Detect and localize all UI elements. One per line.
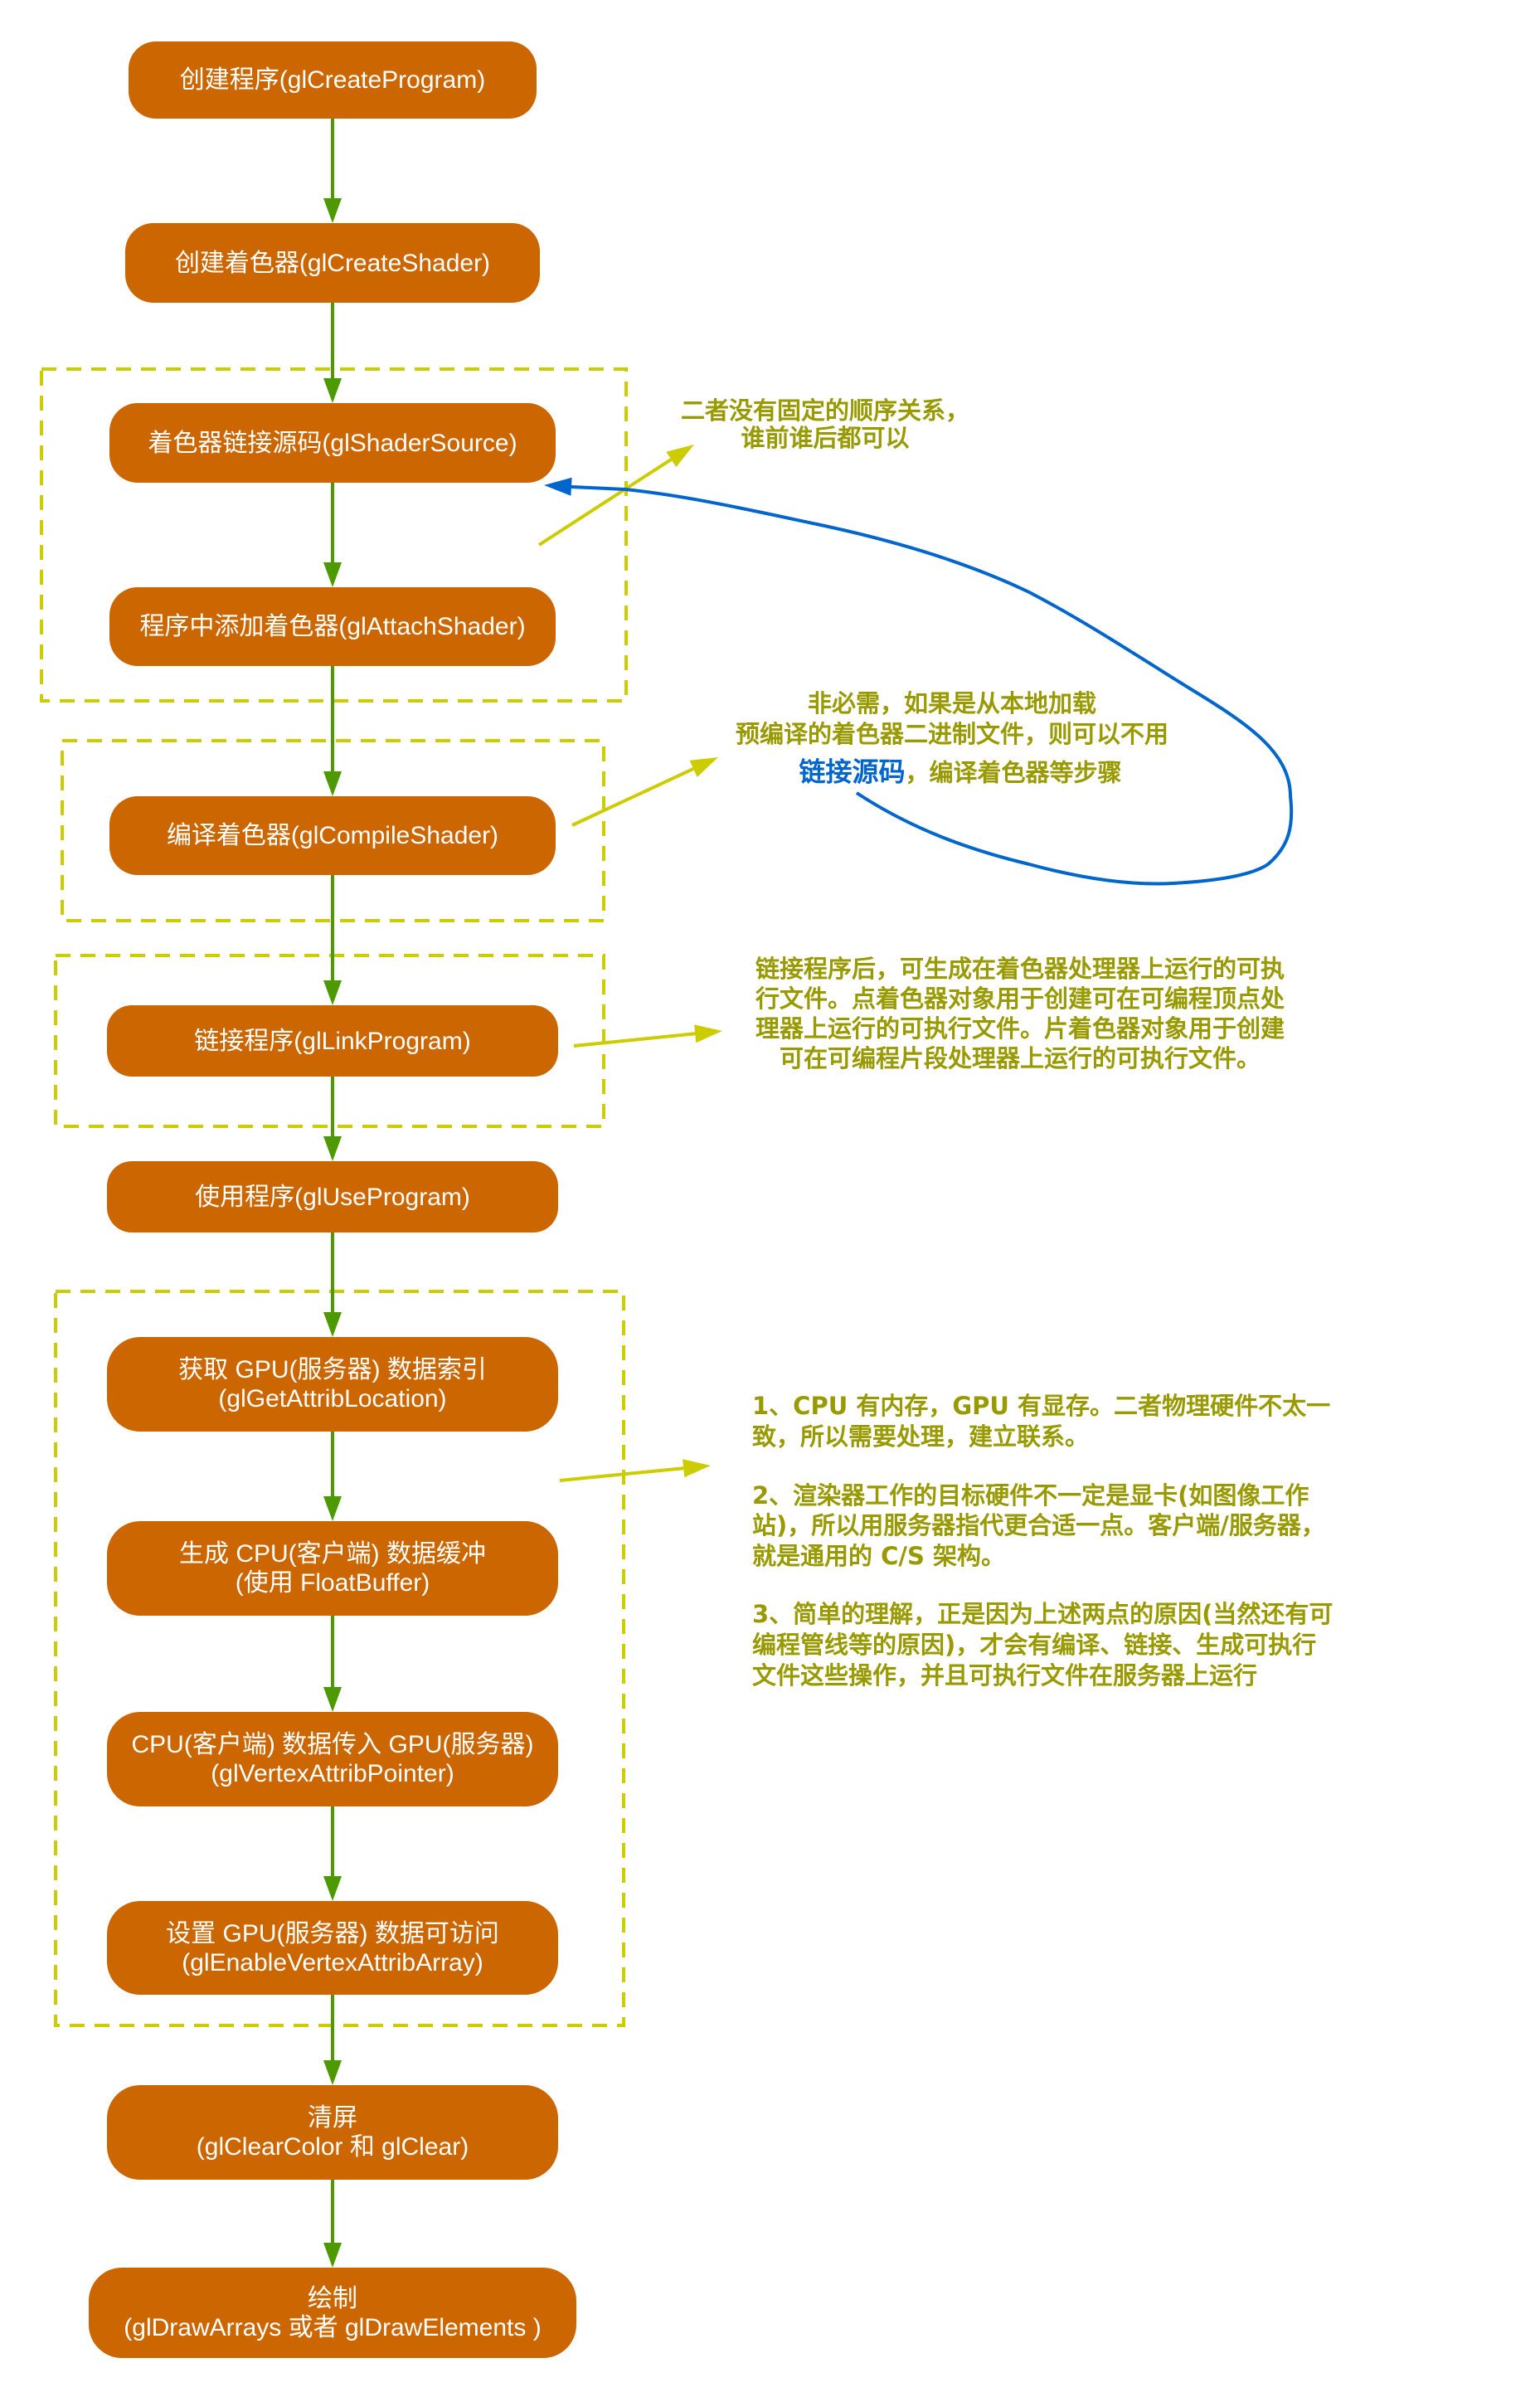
step-label: 程序中添加着色器(glAttachShader) (139, 613, 526, 640)
step-label: 着色器链接源码(glShaderSource) (148, 429, 517, 457)
arrowhead-icon (666, 445, 694, 468)
step-label: 链接程序(glLinkProgram) (194, 1027, 471, 1055)
note-pointer-order (537, 445, 694, 547)
arrowhead-icon (323, 198, 342, 223)
note-pointer-optional (571, 757, 718, 827)
note-line: 预编译的着色器二进制文件，则可以不用 (735, 720, 1169, 748)
step-api: (glEnableVertexAttribArray) (182, 1948, 483, 1976)
note-line: 非必需，如果是从本地加载 (807, 689, 1097, 717)
step-label: 设置 GPU(服务器) 数据可访问 (166, 1919, 499, 1947)
note-line: 就是通用的 C/S 架构。 (752, 1542, 1005, 1570)
flow-arrow (323, 1616, 342, 1712)
step-use-program: 使用程序(glUseProgram) (107, 1161, 558, 1233)
note-pointer-link (573, 1024, 722, 1048)
step-get-attrib-location: 获取 GPU(服务器) 数据索引 (glGetAttribLocation) (107, 1337, 558, 1432)
step-api: (glClearColor 和 glClear) (196, 2133, 469, 2161)
step-compile-shader: 编译着色器(glCompileShader) (109, 796, 556, 875)
step-shader-source: 着色器链接源码(glShaderSource) (109, 403, 556, 483)
loop-arrow-to-shader-source (544, 477, 1294, 886)
flow-arrow (323, 1806, 342, 1901)
note-line: 二者没有固定的顺序关系， (680, 396, 970, 425)
step-create-program: 创建程序(glCreateProgram) (129, 41, 537, 119)
note-line: 行文件。点着色器对象用于创建可在可编程顶点处 (755, 985, 1285, 1013)
note-line: 1、CPU 有内存，GPU 有显存。二者物理硬件不太一 (752, 1392, 1331, 1420)
step-label: CPU(客户端) 数据传入 GPU(服务器) (131, 1731, 534, 1758)
step-link-program: 链接程序(glLinkProgram) (107, 1005, 558, 1077)
arrowhead-icon (323, 1312, 342, 1337)
arrowhead-icon (694, 1024, 722, 1043)
note-line: 文件这些操作，并且可执行文件在服务器上运行 (752, 1661, 1258, 1690)
step-label: 绘制 (308, 2284, 357, 2312)
arrowhead-icon (323, 2243, 342, 2268)
step-vertex-attrib-pointer: CPU(客户端) 数据传入 GPU(服务器) (glVertexAttribPo… (107, 1712, 558, 1806)
flow-arrow (323, 666, 342, 796)
note-line: 可在可编程片段处理器上运行的可执行文件。 (779, 1044, 1261, 1072)
note-line: 理器上运行的可执行文件。片着色器对象用于创建 (755, 1014, 1285, 1043)
flow-arrow (323, 303, 342, 403)
note-line: 链接程序后，可生成在着色器处理器上运行的可执 (755, 955, 1285, 983)
note-line: 2、渲染器工作的目标硬件不一定是显卡(如图像工作 (752, 1481, 1309, 1510)
arrowhead-icon (323, 1496, 342, 1521)
flow-arrow (323, 1233, 342, 1337)
arrowhead-icon (323, 1876, 342, 1901)
step-enable-vertex-attrib-array: 设置 GPU(服务器) 数据可访问 (glEnableVertexAttribA… (107, 1901, 558, 1995)
step-api: (使用 FloatBuffer) (235, 1569, 430, 1597)
step-clear-screen: 清屏 (glClearColor 和 glClear) (107, 2085, 558, 2180)
flow-arrow (323, 1077, 342, 1161)
arrowhead-icon (323, 1687, 342, 1712)
flow-arrow (323, 875, 342, 1005)
step-api: (glVertexAttribPointer) (211, 1760, 454, 1787)
note-line: 谁前谁后都可以 (741, 424, 910, 452)
note-line: 3、简单的理解，正是因为上述两点的原因(当然还有可 (752, 1600, 1334, 1628)
note-line: 致，所以需要处理，建立联系。 (752, 1422, 1090, 1451)
step-attach-shader: 程序中添加着色器(glAttachShader) (109, 587, 556, 666)
arrowhead-icon (323, 980, 342, 1005)
flow-arrow (323, 1432, 342, 1521)
step-label: 获取 GPU(服务器) 数据索引 (178, 1356, 487, 1383)
arrowhead-icon (689, 757, 718, 777)
note-line: 编程管线等的原因)，才会有编译、链接、生成可执行 (752, 1631, 1317, 1659)
step-label: 清屏 (308, 2104, 357, 2132)
note-pointer-client-server (559, 1459, 711, 1482)
flow-arrow (323, 2180, 342, 2268)
step-draw: 绘制 (glDrawArrays 或者 glDrawElements ) (89, 2268, 576, 2358)
note-highlight: 链接源码 (799, 756, 906, 788)
arrowhead-icon (544, 477, 572, 496)
note-text: ，编译着色器等步骤 (905, 758, 1122, 787)
arrowhead-icon (323, 2060, 342, 2085)
arrowhead-icon (323, 562, 342, 587)
step-create-shader: 创建着色器(glCreateShader) (125, 223, 540, 303)
flow-arrow (323, 483, 342, 587)
step-api: (glGetAttribLocation) (218, 1385, 447, 1412)
arrowhead-icon (323, 1136, 342, 1161)
step-float-buffer: 生成 CPU(客户端) 数据缓冲 (使用 FloatBuffer) (107, 1521, 558, 1616)
note-line: 链接源码，编译着色器等步骤 (799, 758, 1121, 787)
note-line: 站)，所以用服务器指代更合适一点。客户端/服务器， (752, 1511, 1325, 1539)
step-label: 创建程序(glCreateProgram) (179, 66, 486, 94)
step-label: 创建着色器(glCreateShader) (174, 249, 491, 277)
flow-arrow (323, 119, 342, 223)
step-api: (glDrawArrays 或者 glDrawElements ) (124, 2313, 542, 2341)
step-label: 生成 CPU(客户端) 数据缓冲 (179, 1540, 486, 1568)
arrowhead-icon (323, 378, 342, 403)
step-label: 编译着色器(glCompileShader) (166, 822, 499, 849)
arrowhead-icon (683, 1459, 711, 1478)
flow-arrow (323, 1995, 342, 2085)
arrowhead-icon (323, 771, 342, 796)
step-label: 使用程序(glUseProgram) (195, 1183, 470, 1211)
